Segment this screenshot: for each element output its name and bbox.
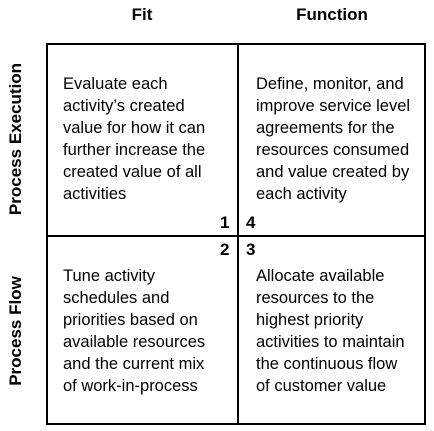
cell-function-flow-text: Allocate available resources to the high…: [256, 267, 405, 395]
column-header-function: Function: [296, 5, 368, 24]
row-header-process-execution-label: Process Execution: [6, 62, 25, 216]
row-header-process-flow-label: Process Flow: [6, 275, 26, 386]
matrix-vertical-divider: [237, 43, 239, 425]
cell-fit-flow-text: Tune activity schedules and priorities b…: [63, 267, 206, 395]
cell-fit-flow-number: 2: [220, 240, 230, 259]
cell-fit-execution-number: 1: [220, 213, 230, 232]
cell-function-execution-number: 4: [246, 213, 256, 232]
matrix-grid: [46, 43, 426, 425]
row-header-process-flow: Process Flow: [1, 236, 31, 425]
cell-fit-execution-text: Evaluate each activity’s created value f…: [63, 75, 206, 203]
matrix-horizontal-divider: [46, 235, 426, 237]
cell-function-execution-text: Define, monitor, and improve service lev…: [256, 75, 411, 203]
column-header-fit: Fit: [131, 5, 153, 24]
cell-function-flow-number: 3: [246, 240, 256, 259]
row-header-process-execution: Process Execution: [1, 43, 31, 235]
